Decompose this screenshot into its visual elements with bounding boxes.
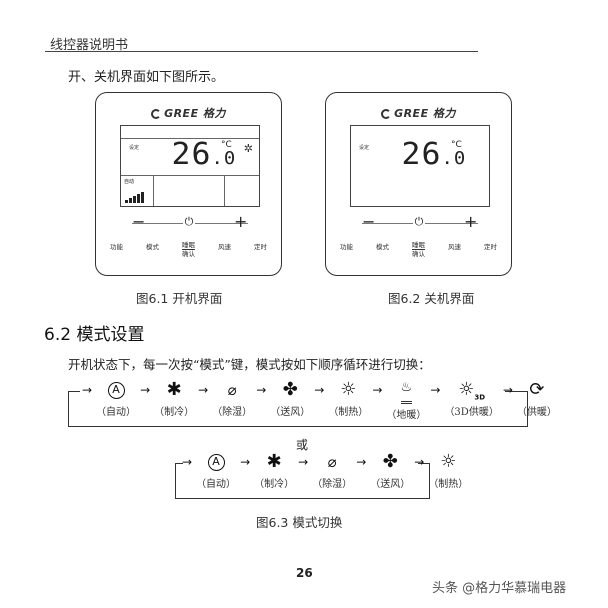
minus-button[interactable]: −	[132, 212, 146, 231]
power-button[interactable]: ⏻	[183, 215, 195, 228]
plus-button[interactable]: +	[464, 212, 478, 231]
arrow-icon: →	[240, 455, 251, 469]
mode-button[interactable]: 模式	[376, 243, 389, 251]
intro-text: 开、关机界面如下图所示。	[68, 70, 225, 85]
function-button[interactable]: 功能	[110, 243, 123, 251]
auto-icon: A	[107, 379, 125, 401]
arrow-icon: →	[182, 455, 193, 469]
gree-logo: GREE 格力	[96, 105, 281, 121]
figure-6-2-caption: 图6.2 关机界面	[388, 291, 475, 306]
gree-swirl-icon	[381, 109, 392, 119]
figure-6-3-caption: 图6.3 模式切换	[256, 515, 343, 530]
lcd-bottom-row: 自动	[121, 175, 259, 206]
lcd-display: 设定 26.0 °C	[350, 125, 490, 207]
mode-heat: ☼（制热）	[328, 379, 369, 418]
mode-sequence-1: → A（自动） → ✱（制冷） → ⌀（除湿） → ✤（送风） → ☼（制热） …	[78, 379, 557, 421]
section-title: 6.2 模式设置	[44, 325, 145, 345]
timer-button[interactable]: 定时	[484, 243, 497, 251]
arrow-icon: →	[298, 455, 309, 469]
set-label: 设定	[359, 145, 370, 151]
document-header-title: 线控器说明书	[50, 38, 129, 53]
mode-auto: A（自动）	[196, 451, 236, 490]
fan-speed-bars-icon	[125, 192, 144, 203]
mode-cool: ✱（制冷）	[254, 451, 295, 490]
arrow-icon: →	[314, 383, 325, 397]
loop-exit-line	[418, 463, 430, 464]
plus-button[interactable]: +	[234, 212, 248, 231]
arrow-icon: →	[414, 455, 425, 469]
function-buttons-row: 功能 模式 睡眠确认 风速 定时	[110, 241, 267, 258]
arrow-icon: →	[140, 383, 151, 397]
cool-icon: ✱	[166, 379, 182, 400]
3d-heat-icon: ☼3D	[458, 379, 486, 402]
fan-icon: ✤	[382, 451, 398, 472]
heating-icon: ⟳	[529, 379, 545, 400]
figure-6-1-caption: 图6.1 开机界面	[136, 291, 223, 306]
section-description: 开机状态下，每一次按“模式”键，模式按如下顺序循环进行切换：	[68, 357, 431, 372]
sequence-1-loop-line	[68, 392, 528, 427]
mode-floor-heat: ♨（地暖）	[386, 379, 427, 421]
dry-icon: ⌀	[227, 381, 237, 399]
function-buttons-row: 功能 模式 睡眠确认 风速 定时	[340, 241, 497, 258]
mode-sequence-2: → A（自动） → ✱（制冷） → ⌀（除湿） → ✤（送风） → ☼（制热）	[178, 451, 468, 490]
set-label: 设定	[129, 145, 140, 151]
sequence-2-loop-line	[175, 464, 430, 499]
gree-swirl-icon	[151, 109, 162, 119]
loop-exit-line	[505, 391, 528, 392]
mode-heating: ⟳（供暖）	[516, 379, 557, 418]
heat-icon: ☼	[440, 451, 457, 472]
mode-3d-heat: ☼3D（3D供暖）	[444, 379, 499, 418]
lcd-top-strip	[121, 126, 259, 139]
floor-heat-icon: ♨	[400, 379, 413, 404]
mode-dry: ⌀（除湿）	[212, 381, 253, 418]
controller-panel-off: GREE 格力 设定 26.0 °C − ⏻ + 功能 模式 睡眠确认 风速 定…	[325, 92, 512, 276]
or-text: 或	[296, 438, 309, 452]
arrow-icon: →	[82, 383, 93, 397]
celsius-unit: °C	[221, 140, 232, 150]
lcd-display: 设定 26.0 °C ✲ 自动	[120, 125, 260, 207]
snowflake-icon: ✲	[243, 142, 253, 155]
mode-auto: A（自动）	[96, 379, 136, 418]
fan-speed-button[interactable]: 风速	[218, 243, 231, 251]
loop-entry-line	[68, 391, 80, 392]
arrow-icon: →	[256, 383, 267, 397]
mode-button[interactable]: 模式	[146, 243, 159, 251]
arrow-icon: →	[356, 455, 367, 469]
mode-fan: ✤（送风）	[270, 379, 311, 418]
fan-speed-button[interactable]: 风速	[448, 243, 461, 251]
controller-panel-on: GREE 格力 设定 26.0 °C ✲ 自动 − ⏻ + 功能 模式 睡眠确认…	[95, 92, 282, 276]
timer-button[interactable]: 定时	[254, 243, 267, 251]
minus-button[interactable]: −	[362, 212, 376, 231]
mode-fan: ✤（送风）	[370, 451, 411, 490]
arrow-icon: →	[502, 383, 513, 397]
arrow-icon: →	[372, 383, 383, 397]
watermark-text: 头条 @格力华慕瑞电器	[432, 581, 567, 596]
header-divider	[45, 51, 478, 52]
celsius-unit: °C	[451, 140, 462, 150]
mode-dry: ⌀（除湿）	[312, 453, 353, 490]
temperature-display: 26.0	[171, 137, 237, 172]
loop-entry-line	[175, 463, 183, 464]
sleep-confirm-button[interactable]: 睡眠确认	[182, 241, 195, 258]
fan-speed-cell: 自动	[121, 176, 154, 206]
function-button[interactable]: 功能	[340, 243, 353, 251]
fan-icon: ✤	[282, 379, 298, 400]
arrow-icon: →	[198, 383, 209, 397]
heat-icon: ☼	[340, 379, 357, 400]
arrow-icon: →	[430, 383, 441, 397]
auto-icon: A	[207, 451, 225, 473]
mode-cool: ✱（制冷）	[154, 379, 195, 418]
gree-logo: GREE 格力	[326, 105, 511, 121]
sleep-confirm-button[interactable]: 睡眠确认	[412, 241, 425, 258]
dry-icon: ⌀	[327, 453, 337, 471]
lcd-right-cell	[224, 176, 259, 206]
cool-icon: ✱	[266, 451, 282, 472]
page-number: 26	[296, 566, 313, 580]
auto-label: 自动	[124, 179, 135, 185]
power-button[interactable]: ⏻	[413, 215, 425, 228]
mode-heat: ☼（制热）	[428, 451, 469, 490]
temperature-display: 26.0	[401, 137, 467, 172]
